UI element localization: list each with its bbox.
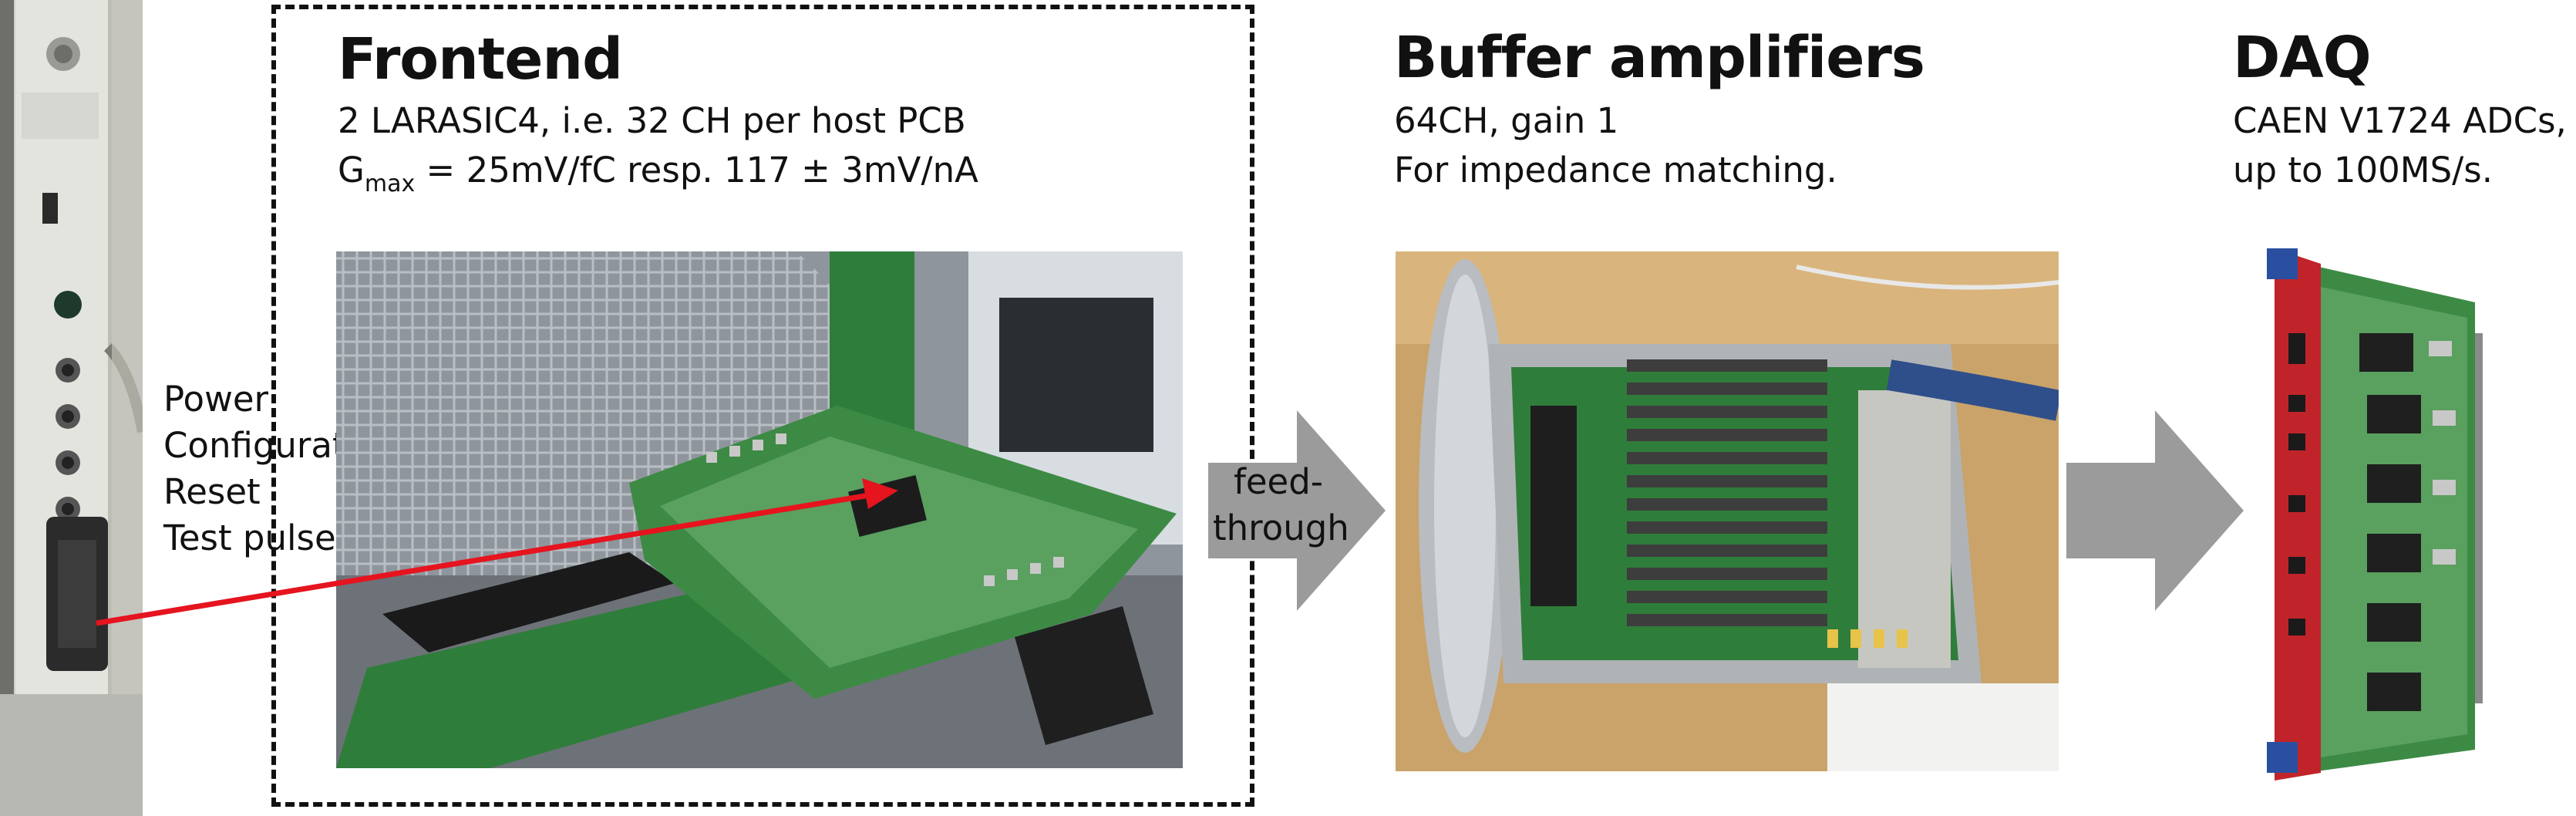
gain-value: = 25mV/fC resp. 117 ± 3mV/nA	[415, 150, 978, 191]
feedthrough-label: feed- through	[1213, 459, 1349, 551]
gain-subscript: max	[364, 170, 416, 197]
buffer-line2: For impedance matching.	[1394, 150, 1837, 191]
frontend-photo	[336, 251, 1183, 768]
frontend-box	[271, 5, 1254, 807]
daq-arrow	[2066, 410, 2244, 611]
frontend-line1: 2 LARASIC4, i.e. 32 CH per host PCB	[338, 100, 966, 141]
controller-photo	[0, 0, 143, 816]
buffer-photo	[1396, 251, 2059, 771]
feedthrough-arrow	[1208, 410, 1386, 611]
gain-symbol: G	[338, 150, 365, 191]
frontend-title: Frontend	[338, 26, 623, 93]
daq-title: DAQ	[2233, 25, 2372, 91]
daq-line1: CAEN V1724 ADCs,	[2233, 100, 2567, 141]
label-test-pulse: Test pulse	[163, 518, 336, 558]
buffer-line1: 64CH, gain 1	[1394, 100, 1619, 141]
label-power: Power	[163, 379, 269, 420]
label-reset: Reset	[163, 471, 261, 512]
feedthrough-line2: through	[1213, 507, 1349, 548]
daq-photo	[2251, 241, 2483, 781]
feedthrough-line1: feed-	[1233, 461, 1323, 502]
buffer-title: Buffer amplifiers	[1394, 25, 1925, 91]
frontend-gain: Gmax = 25mV/fC resp. 117 ± 3mV/nA	[338, 147, 978, 208]
daq-line2: up to 100MS/s.	[2233, 150, 2494, 191]
